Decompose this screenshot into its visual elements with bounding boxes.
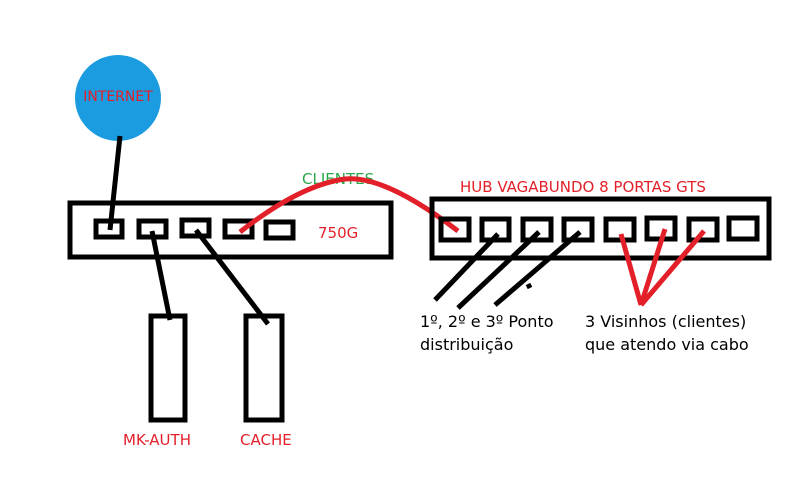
router-750g: [67, 200, 394, 260]
internet-node: [75, 55, 161, 141]
cache-label: CACHE: [240, 431, 292, 449]
hub-port: [561, 216, 595, 243]
neighbor-cables: [618, 228, 706, 307]
distribution-cable: [433, 232, 500, 302]
neighbor-cable: [638, 228, 668, 306]
router-port: [222, 218, 255, 240]
distribution-cables: [433, 230, 582, 310]
hub-ports: [438, 215, 760, 243]
cache-server: [243, 313, 285, 423]
neighbor-cable: [618, 233, 644, 306]
router-label: 750G: [318, 224, 358, 242]
router-port: [93, 218, 125, 240]
distribution-label-line2: distribuição: [420, 335, 513, 354]
mk-auth-cable: [149, 230, 173, 321]
router-port: [263, 219, 296, 241]
router-ports: [93, 217, 296, 241]
internet-cable: [107, 135, 123, 231]
internet-label: INTERNET: [83, 89, 153, 105]
distribution-cable: [525, 282, 533, 290]
clientes-cable: [238, 176, 460, 234]
distribution-label-line1: 1º, 2º e 3º Ponto: [420, 312, 554, 331]
hub-port: [726, 215, 760, 242]
hub-8-ports: [429, 196, 772, 261]
hub-port: [520, 216, 554, 243]
neighbors-label-line1: 3 Visinhos (clientes): [585, 312, 746, 331]
hub-port: [686, 216, 720, 243]
distribution-cable: [456, 230, 541, 310]
hub-label: HUB VAGABUNDO 8 PORTAS GTS: [460, 178, 706, 196]
neighbor-cable: [639, 229, 706, 307]
neighbors-label-line2: que atendo via cabo: [585, 335, 749, 354]
cache-cable: [194, 228, 270, 326]
mk-auth-label: MK-AUTH: [123, 431, 191, 449]
hub-port: [603, 216, 637, 243]
mk-auth-server: [148, 313, 188, 423]
router-port: [179, 217, 212, 239]
distribution-cable: [493, 230, 582, 307]
hub-port: [438, 216, 472, 243]
